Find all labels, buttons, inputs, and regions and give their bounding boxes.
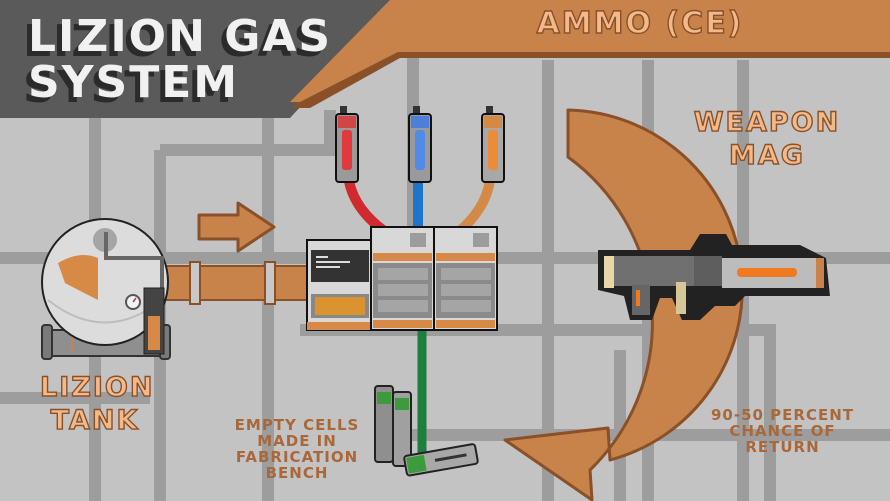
- return-chance-label: 90-50 Percent Chance of Return: [700, 407, 865, 455]
- weapon-mag-line-1: Weapon: [693, 106, 841, 138]
- tank-line-2: Tank: [50, 404, 140, 436]
- fabrication-bench-icon: [306, 226, 498, 331]
- tank-line-1: Lizion: [39, 371, 155, 403]
- empty-cells-line-2: Made in: [257, 432, 337, 450]
- empty-cell-icon: [374, 385, 479, 477]
- gas-tank-icon: [41, 218, 171, 360]
- charge-cell-blue-icon: [408, 106, 432, 183]
- title-line-1: Lizion Gas: [28, 11, 333, 62]
- rifle-icon: [598, 234, 830, 320]
- return-line-1: 90-50 Percent: [710, 406, 855, 424]
- empty-cells-line-3: Fabrication: [235, 448, 359, 466]
- weapon-mag-label: Weapon Mag: [672, 106, 862, 172]
- title-banner: [0, 0, 400, 118]
- empty-cells-line-4: Bench: [265, 464, 329, 482]
- return-line-3: Return: [745, 438, 820, 456]
- lizion-tank-label: Lizion Tank: [39, 371, 155, 437]
- charge-cell-orange-icon: [481, 106, 505, 183]
- empty-cells-line-1: Empty Cells: [234, 416, 360, 434]
- return-line-2: Chance of: [729, 422, 836, 440]
- page-title: Lizion Gas System: [28, 14, 332, 106]
- charge-cell-red-icon: [335, 106, 359, 183]
- gas-pipe: [159, 261, 311, 305]
- title-line-2: System: [28, 57, 240, 108]
- ammo-banner: [290, 0, 890, 108]
- weapon-mag-line-2: Mag: [728, 139, 805, 171]
- empty-cells-label: Empty Cells Made in Fabrication Bench: [212, 417, 382, 481]
- ammo-label: Ammo (CE): [536, 6, 744, 41]
- flow-arrow-right-icon: [197, 201, 276, 253]
